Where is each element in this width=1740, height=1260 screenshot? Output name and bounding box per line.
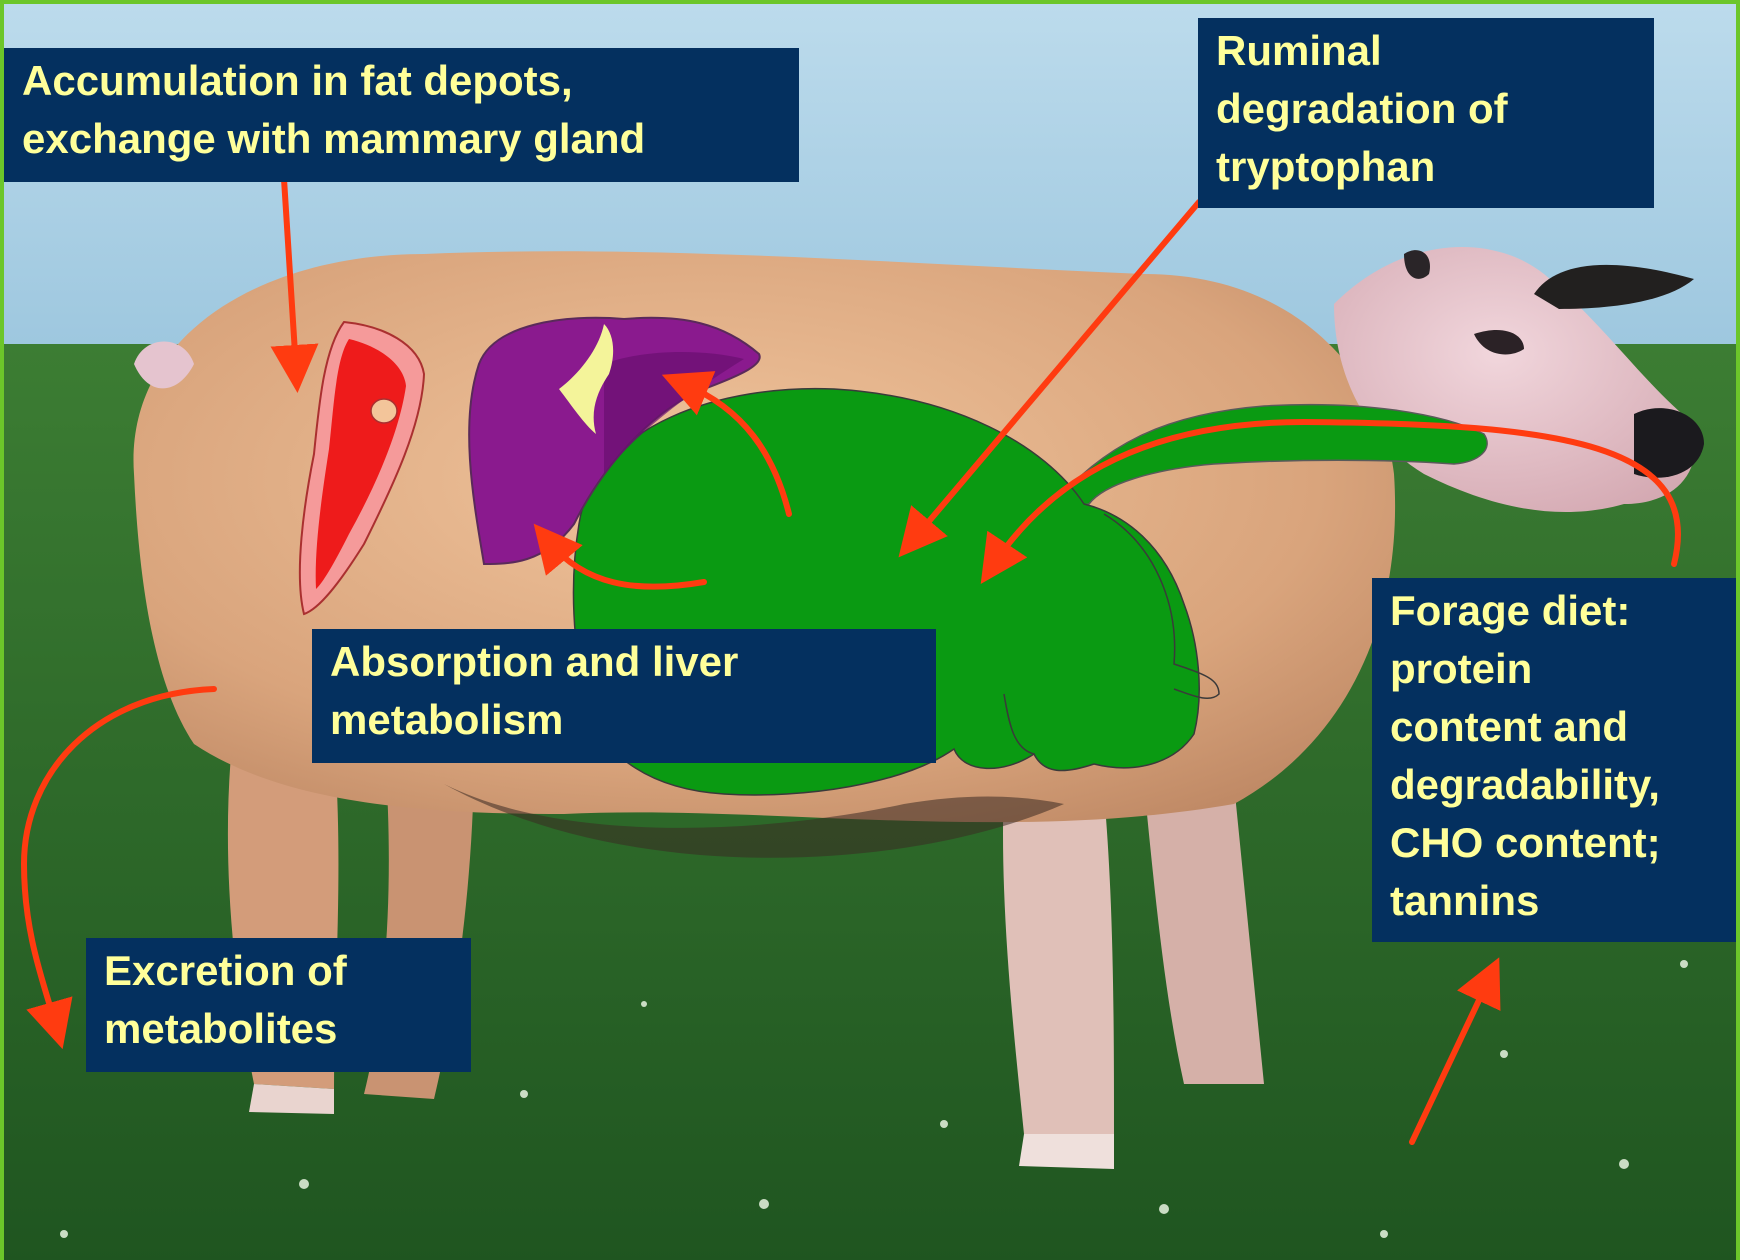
label-fat-depots-line-1: Accumulation in fat depots, [22,52,781,110]
label-ruminal-line-2: degradation of [1216,80,1636,138]
label-excretion: Excretion of metabolites [86,938,471,1072]
label-forage-line-3: content and [1390,698,1726,756]
label-forage-line-6: tannins [1390,872,1726,930]
label-forage-line-1: Forage diet: [1390,582,1726,640]
label-absorption-line-1: Absorption and liver [330,633,918,691]
label-excretion-line-1: Excretion of [104,942,453,1000]
label-forage-line-5: CHO content; [1390,814,1726,872]
label-forage-line-2: protein [1390,640,1726,698]
label-forage-line-4: degradability, [1390,756,1726,814]
label-absorption-line-2: metabolism [330,691,918,749]
label-ruminal-line-1: Ruminal [1216,22,1636,80]
label-fat-depots-line-2: exchange with mammary gland [22,110,781,168]
label-forage: Forage diet: protein content and degrada… [1372,578,1740,942]
label-fat-depots: Accumulation in fat depots, exchange wit… [4,48,799,182]
label-excretion-line-2: metabolites [104,1000,453,1058]
label-ruminal-line-3: tryptophan [1216,138,1636,196]
label-ruminal: Ruminal degradation of tryptophan [1198,18,1654,208]
label-absorption: Absorption and liver metabolism [312,629,936,763]
